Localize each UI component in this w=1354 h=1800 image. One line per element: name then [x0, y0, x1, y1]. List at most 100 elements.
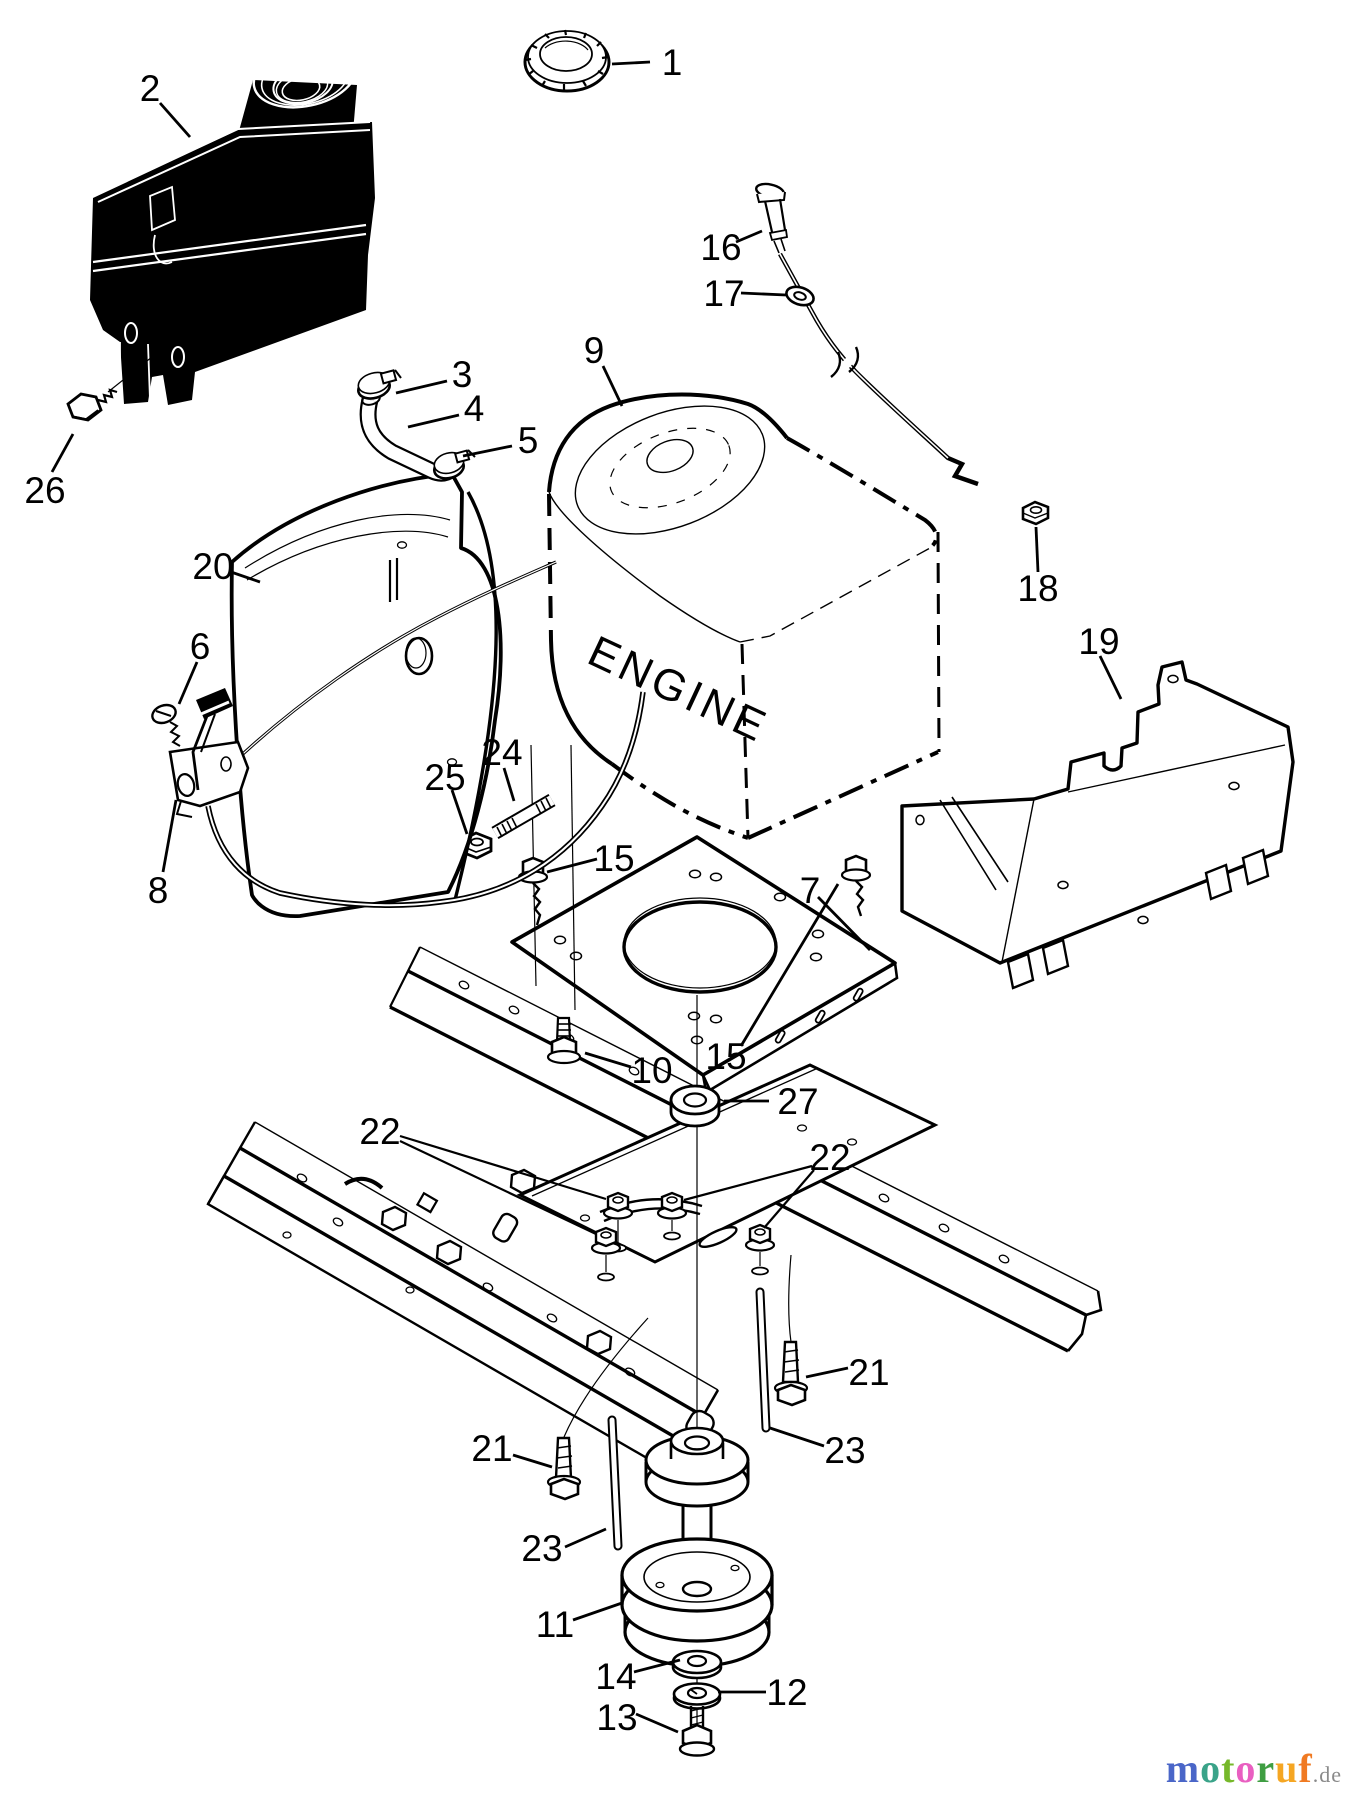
- leader-25: [450, 789, 469, 835]
- leader-18: [1034, 526, 1040, 573]
- callout-8: 8: [148, 870, 169, 911]
- watermark-letter: o: [1200, 1746, 1222, 1791]
- callout-26: 26: [24, 470, 65, 511]
- callout-22a: 22: [359, 1111, 400, 1152]
- callout-18: 18: [1017, 568, 1058, 609]
- callout-11: 11: [536, 1604, 574, 1645]
- callout-3: 3: [452, 354, 473, 395]
- leader-24: [502, 767, 516, 802]
- callout-5: 5: [518, 420, 539, 461]
- large-pulley-11: [620, 1537, 774, 1668]
- watermark-letter: m: [1165, 1746, 1201, 1791]
- flat-washer-14: [671, 1649, 723, 1680]
- screw-6: [151, 703, 181, 747]
- flange-nut: [602, 1191, 634, 1253]
- watermark-letter: f: [1298, 1746, 1313, 1791]
- carriage-bolt-21-right: [773, 1340, 809, 1407]
- leader-5: [462, 444, 513, 458]
- hex-bolt-13: [678, 1706, 716, 1757]
- flange-nut: [590, 1226, 622, 1282]
- callout-23a: 23: [521, 1528, 562, 1569]
- watermark-suffix: .de: [1312, 1762, 1342, 1787]
- flange-nut: [656, 1191, 688, 1241]
- leader-6: [177, 661, 199, 705]
- callout-24: 24: [481, 732, 522, 773]
- leader-10: [584, 1051, 632, 1069]
- leader-11: [572, 1601, 623, 1622]
- hose-clamp-3: [357, 369, 402, 400]
- leader-2: [158, 102, 192, 138]
- leader-20: [230, 570, 261, 584]
- callout-10: 10: [631, 1050, 672, 1091]
- callout-21b: 21: [848, 1352, 889, 1393]
- frame-cross-member: [516, 1063, 939, 1264]
- callout-9: 9: [584, 330, 605, 371]
- shoulder-bolt-10: [546, 1016, 582, 1065]
- rod-23-left: [607, 1415, 623, 1551]
- callout-6: 6: [190, 626, 211, 667]
- callout-25: 25: [424, 757, 465, 798]
- leader-8: [161, 799, 178, 873]
- watermark-word: motoruf: [1166, 1746, 1313, 1791]
- nut-18: [1021, 500, 1050, 526]
- leader-15a: [546, 857, 598, 874]
- shield-bracket-19: [900, 660, 1295, 990]
- leader-16: [735, 229, 763, 244]
- callout-23b: 23: [824, 1430, 865, 1471]
- spacer-bushing-27: [669, 1084, 721, 1128]
- callout-19: 19: [1078, 621, 1119, 662]
- throttle-control-8: [168, 688, 250, 818]
- carriage-bolt-21-left: [546, 1436, 582, 1501]
- frame-bolt-heads: [380, 1168, 613, 1356]
- flange-nuts-22: [590, 1191, 776, 1282]
- fuel-tank-2: [90, 43, 375, 405]
- watermark-letter: r: [1256, 1746, 1276, 1791]
- lock-washer-12: [672, 1682, 722, 1710]
- leader-lines: [50, 60, 1123, 1734]
- small-pulley: [644, 1426, 750, 1508]
- cable-grommet-17: [785, 285, 815, 307]
- stud-24: [491, 793, 556, 840]
- watermark-letter: u: [1275, 1746, 1299, 1791]
- pulley-assembly: [620, 1426, 774, 1757]
- callout-15a: 15: [593, 838, 634, 879]
- leader-19: [1098, 655, 1123, 700]
- callout-7: 7: [800, 870, 821, 911]
- watermark-letter: o: [1235, 1746, 1257, 1791]
- tank-bolt-26: [66, 388, 118, 422]
- engine-box-9: ENGINE: [547, 392, 941, 840]
- leader-21a: [512, 1453, 553, 1469]
- leader-15b: [739, 883, 840, 1047]
- callout-13: 13: [596, 1697, 637, 1738]
- leader-17: [740, 291, 787, 297]
- callout-20: 20: [192, 546, 233, 587]
- callout-2: 2: [140, 68, 161, 109]
- choke-plunger-16: [755, 182, 789, 254]
- leader-22b2: [763, 1169, 815, 1229]
- callout-14: 14: [595, 1656, 636, 1697]
- rod-23-right: [755, 1287, 771, 1433]
- watermark-letter: t: [1221, 1746, 1236, 1791]
- watermark: motoruf.de: [1166, 1745, 1342, 1792]
- leader-22a2: [399, 1140, 597, 1235]
- leader-9: [601, 365, 624, 407]
- leader-4: [407, 413, 460, 429]
- callout-21a: 21: [471, 1428, 512, 1469]
- leader-13: [635, 1712, 679, 1734]
- hose-clamp-5: [432, 449, 476, 480]
- callout-27: 27: [777, 1081, 818, 1122]
- callout-labels: 1 2 3 4 5 6 7 8 9 10 11 12 13 14 15 15 1…: [24, 42, 1119, 1738]
- flange-nut: [744, 1223, 776, 1276]
- callout-22b: 22: [809, 1137, 850, 1178]
- heat-shield-20: [229, 472, 503, 918]
- leader-21b: [805, 1366, 849, 1379]
- leader-26: [50, 433, 75, 473]
- leader-23a: [564, 1527, 607, 1549]
- leader-1: [611, 60, 651, 66]
- callout-12: 12: [766, 1672, 807, 1713]
- leader-23b: [769, 1426, 825, 1448]
- callout-15b: 15: [705, 1036, 746, 1077]
- mounting-screw-15-right: [840, 854, 872, 917]
